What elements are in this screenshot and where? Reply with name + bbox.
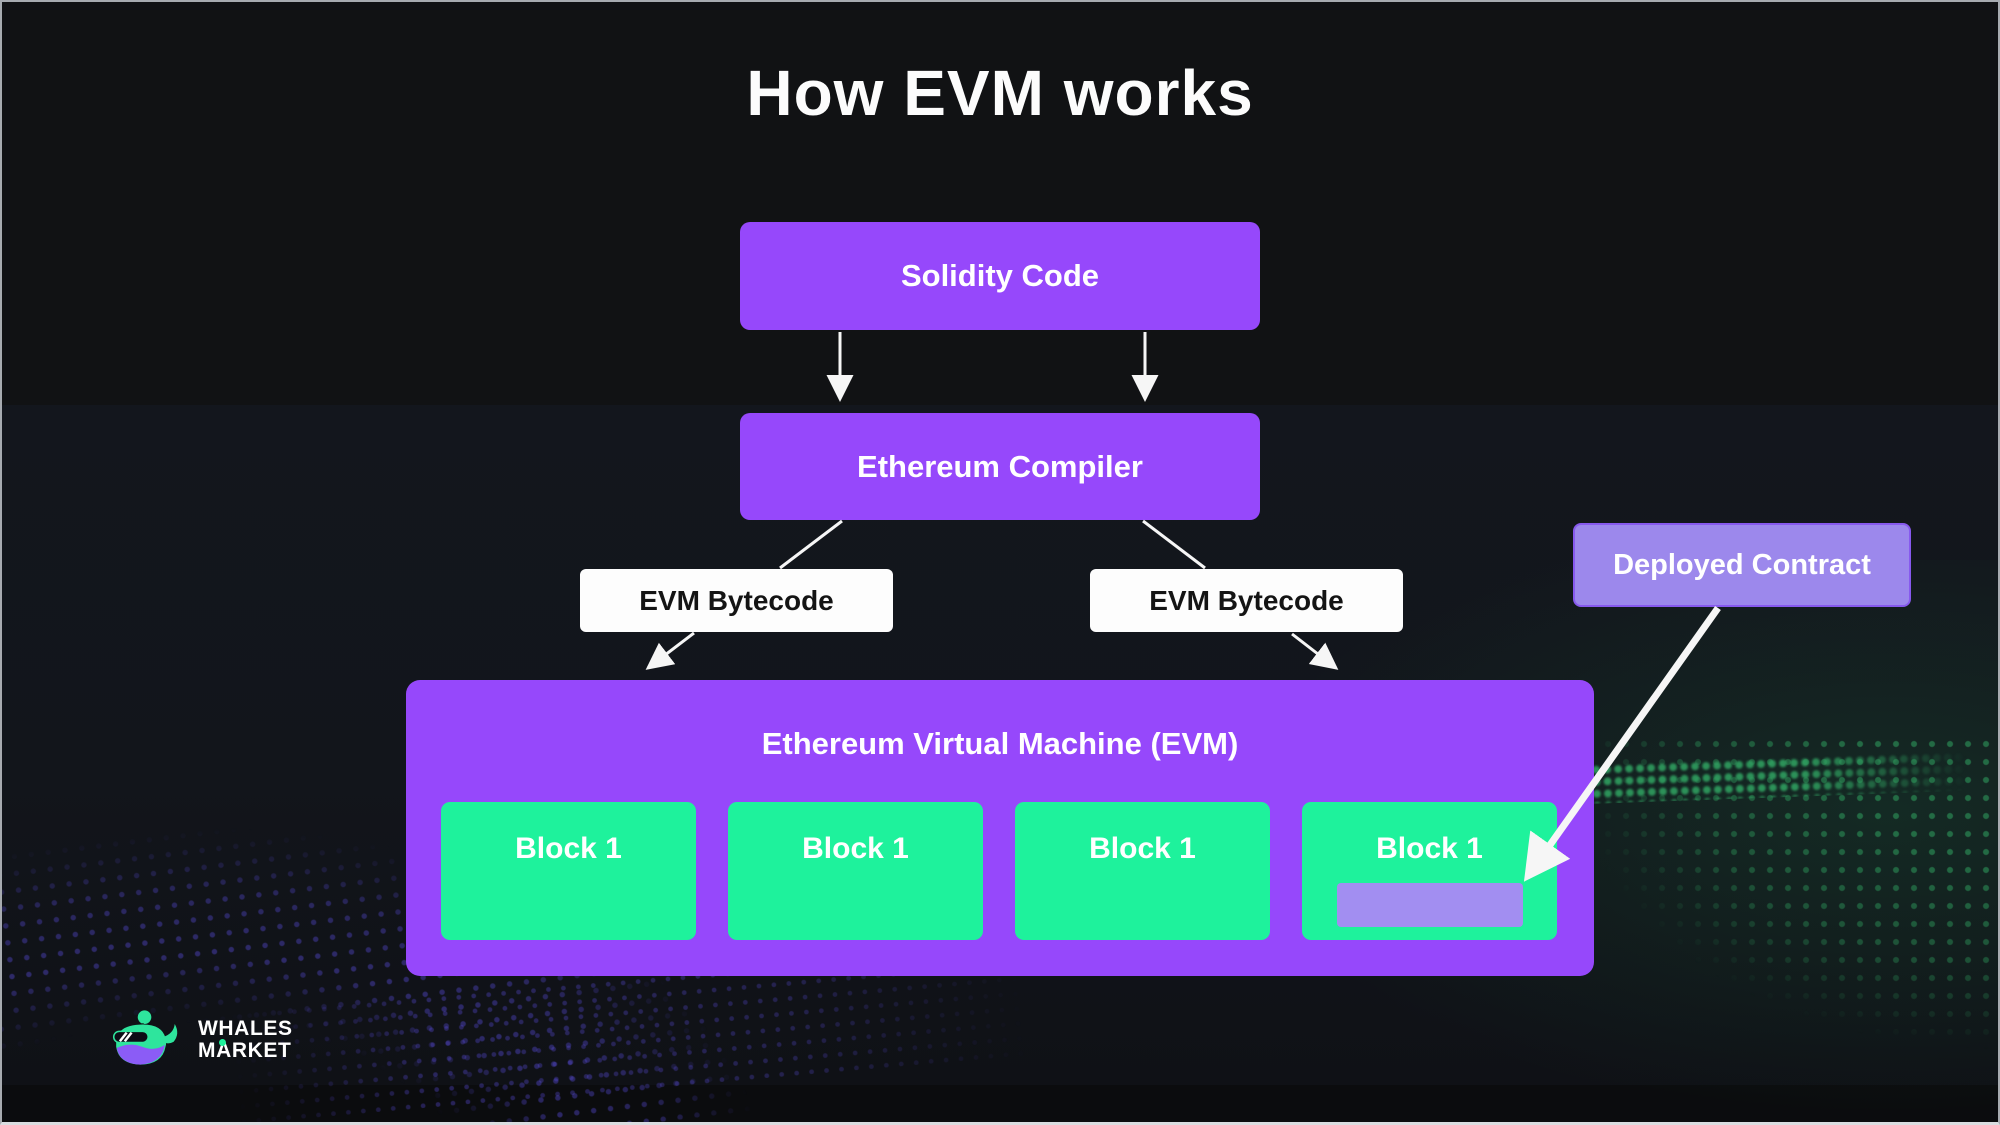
blocks-row: Block 1 Block 1 Block 1 Block 1: [441, 802, 1557, 940]
deployed-contract-label: Deployed Contract: [1613, 548, 1871, 581]
background-bottom-strip: [0, 1085, 2000, 1125]
whales-market-logo: WHALES MARKET: [110, 1004, 293, 1076]
deployed-contract-node: Deployed Contract: [1573, 523, 1911, 607]
logo-text: WHALES MARKET: [198, 1016, 293, 1063]
block-4: Block 1: [1302, 802, 1557, 940]
block-3-label: Block 1: [1089, 832, 1196, 865]
ethereum-compiler-node: Ethereum Compiler: [740, 413, 1260, 520]
evm-bytecode-left-label: EVM Bytecode: [639, 584, 834, 616]
block-3: Block 1: [1015, 802, 1270, 940]
block-1: Block 1: [441, 802, 696, 940]
evm-bytecode-right-node: EVM Bytecode: [1090, 569, 1403, 632]
block-2: Block 1: [728, 802, 983, 940]
block-1-label: Block 1: [515, 832, 622, 865]
evm-bytecode-left-node: EVM Bytecode: [580, 569, 893, 632]
logo-line1: WHALES: [198, 1016, 293, 1040]
logo-green-dot: [219, 1038, 226, 1046]
block-4-label: Block 1: [1376, 832, 1483, 865]
deployed-contract-slot: [1337, 883, 1523, 927]
block-2-label: Block 1: [802, 832, 909, 865]
whale-icon: [112, 1010, 178, 1065]
solidity-code-label: Solidity Code: [900, 258, 1100, 293]
evm-container-label: Ethereum Virtual Machine (EVM): [761, 726, 1239, 761]
evm-bytecode-right-label: EVM Bytecode: [1149, 584, 1344, 616]
solidity-code-node: Solidity Code: [740, 222, 1260, 330]
ethereum-compiler-label: Ethereum Compiler: [857, 448, 1143, 484]
evm-container: Ethereum Virtual Machine (EVM) Block 1 B…: [406, 680, 1594, 976]
logo-line2: MARKET: [198, 1039, 292, 1062]
page-title: How EVM works: [746, 57, 1254, 129]
